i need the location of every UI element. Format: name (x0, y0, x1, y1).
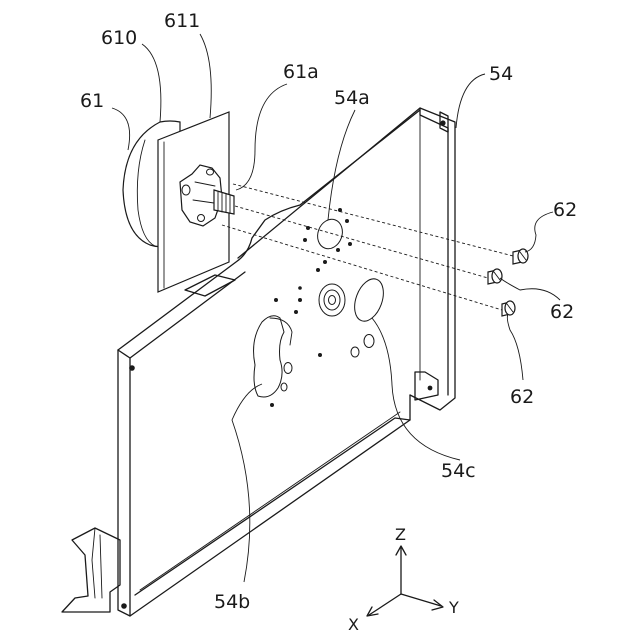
axis-x-line (369, 594, 401, 615)
screw-hole-dot (121, 603, 127, 609)
axis-x-label: X (348, 615, 359, 634)
opening-54c (349, 275, 388, 325)
small-dot (270, 403, 274, 407)
leader-611 (200, 34, 211, 118)
small-hole (281, 383, 287, 391)
label-62-middle: 62 (550, 301, 574, 323)
leader-54c (372, 318, 460, 460)
bearing-boss-center (329, 296, 336, 305)
motor-shaft-61a (214, 190, 234, 214)
small-hole (284, 363, 292, 374)
leader-61 (112, 108, 130, 150)
screw-hole-dot (440, 120, 445, 125)
small-dot (318, 353, 322, 357)
label-54a: 54a (334, 87, 370, 109)
opening-54b (254, 316, 284, 397)
screw-hole-dot (129, 365, 135, 371)
small-hole (351, 347, 359, 357)
leader-610 (142, 44, 161, 122)
label-61: 61 (80, 90, 104, 112)
label-54c: 54c (441, 460, 476, 482)
leader-54 (456, 74, 485, 128)
small-dot (298, 286, 302, 290)
leader-62-lower (507, 314, 523, 380)
small-dot (294, 310, 298, 314)
label-62-upper: 62 (553, 199, 577, 221)
plate-features (254, 208, 389, 407)
label-610: 610 (101, 27, 137, 49)
small-dot (345, 219, 349, 223)
leader-62-upper (525, 212, 553, 252)
small-dot (303, 238, 307, 242)
motor-61 (123, 112, 235, 296)
leader-62-middle (500, 278, 560, 300)
hub-hole (182, 185, 190, 195)
screw-middle (488, 269, 502, 284)
small-dot (336, 248, 340, 252)
small-dot (306, 226, 310, 230)
label-62-lower: 62 (510, 386, 534, 408)
small-dot (298, 298, 302, 302)
leader-61a (236, 84, 287, 190)
small-dot (274, 298, 278, 302)
screw-hole-dot (428, 386, 433, 391)
label-611: 611 (164, 10, 200, 32)
label-61a: 61a (283, 61, 319, 83)
small-dot (316, 268, 320, 272)
axis-y-label: Y (448, 598, 459, 617)
coordinate-axes: Z Y X (348, 525, 459, 634)
screw-upper (513, 249, 528, 264)
label-54: 54 (489, 63, 513, 85)
screw-lower (502, 301, 515, 316)
hub-hole (207, 169, 214, 175)
small-hole (364, 335, 374, 348)
hub-hole (198, 215, 205, 222)
screws-62 (488, 249, 528, 316)
axis-z-label: Z (395, 525, 406, 544)
opening-54a (314, 216, 347, 252)
label-54b: 54b (214, 591, 250, 613)
small-dot (348, 242, 352, 246)
leader-54b (232, 384, 262, 582)
small-dot (323, 260, 327, 264)
